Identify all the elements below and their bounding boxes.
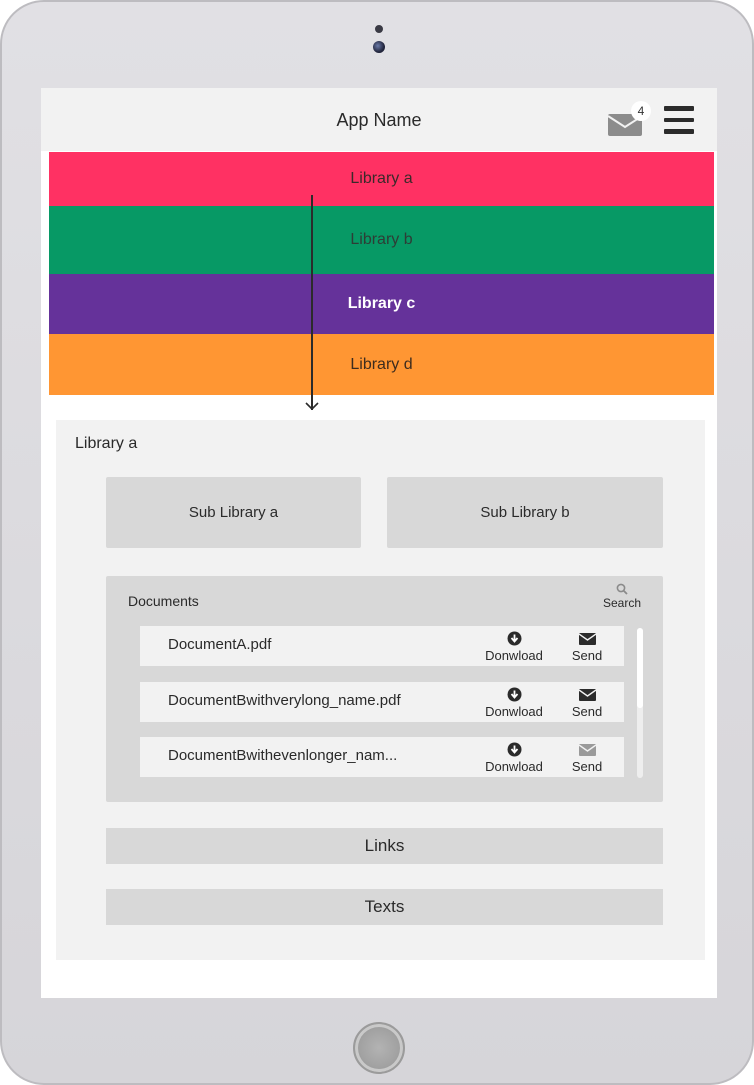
search-button[interactable]: Search [600, 583, 644, 610]
documents-scrollbar[interactable] [637, 628, 643, 778]
search-label: Search [602, 596, 642, 610]
library-b-item[interactable]: Library b [49, 206, 714, 274]
download-label: Donwload [485, 704, 543, 719]
library-d-item[interactable]: Library d [49, 334, 714, 395]
notification-badge: 4 [631, 101, 651, 121]
sub-library-b-button[interactable]: Sub Library b [387, 477, 663, 548]
home-button[interactable] [353, 1022, 405, 1074]
download-label: Donwload [485, 759, 543, 774]
document-name: DocumentBwithevenlonger_nam... [168, 747, 398, 764]
document-row[interactable]: DocumentBwithverylong_name.pdf Donwload [140, 682, 624, 722]
send-mail-icon [578, 744, 596, 756]
library-c-item[interactable]: Library c [49, 274, 714, 334]
download-button[interactable]: Donwload [480, 631, 548, 663]
send-button[interactable]: Send [562, 631, 612, 663]
scrollbar-thumb[interactable] [637, 628, 643, 708]
download-icon [507, 631, 521, 646]
download-button[interactable]: Donwload [480, 742, 548, 774]
flow-arrow-line [311, 195, 313, 410]
app-header: App Name 4 [41, 88, 717, 151]
app-screen: App Name 4 Library a Library b Library c… [41, 88, 717, 998]
library-a-item[interactable]: Library a [49, 152, 714, 206]
document-name: DocumentA.pdf [168, 636, 272, 653]
panel-title: Library a [75, 435, 138, 452]
texts-section-button[interactable]: Texts [106, 889, 663, 925]
download-label: Donwload [485, 648, 543, 663]
download-button[interactable]: Donwload [480, 687, 548, 719]
send-mail-icon [578, 689, 596, 701]
documents-title: Documents [128, 593, 199, 609]
sub-library-a-button[interactable]: Sub Library a [106, 477, 361, 548]
library-panel: Library a Sub Library a Sub Library b Do… [56, 420, 705, 960]
document-row[interactable]: DocumentA.pdf Donwload Send [140, 626, 624, 666]
send-mail-icon [578, 633, 596, 645]
documents-section: Documents Search DocumentA.pdf [106, 576, 663, 802]
document-name: DocumentBwithverylong_name.pdf [168, 692, 401, 709]
camera-lens-icon [373, 41, 385, 53]
download-icon [507, 742, 521, 757]
app-title: App Name [336, 110, 422, 130]
mail-button[interactable]: 4 [608, 101, 651, 136]
search-icon [616, 583, 628, 595]
download-icon [507, 687, 521, 702]
hamburger-menu-icon[interactable] [664, 106, 696, 136]
links-section-button[interactable]: Links [106, 828, 663, 864]
send-label: Send [571, 704, 603, 719]
arrow-down-icon [305, 402, 319, 411]
send-label: Send [571, 648, 603, 663]
document-row[interactable]: DocumentBwithevenlonger_nam... Donwload [140, 737, 624, 777]
send-button[interactable]: Send [562, 687, 612, 719]
send-label: Send [571, 759, 603, 774]
send-button[interactable]: Send [562, 742, 612, 774]
camera-sensor [375, 25, 383, 33]
